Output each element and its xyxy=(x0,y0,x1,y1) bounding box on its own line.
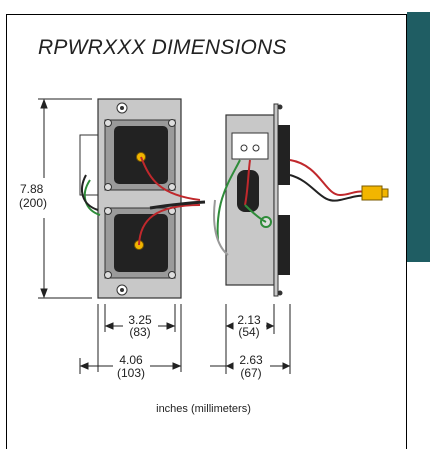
output-red-wire xyxy=(289,159,366,197)
bolt-icon xyxy=(168,183,176,191)
side-tab-top-strip xyxy=(407,0,430,12)
units-note: inches (millimeters) xyxy=(156,403,251,415)
dim-arrow xyxy=(282,362,291,370)
bolt-icon xyxy=(168,271,176,279)
side-inner-mm-label: (54) xyxy=(238,325,259,339)
output-connector-icon xyxy=(381,188,389,198)
bolt-icon xyxy=(104,271,112,279)
side-mounting-flange xyxy=(273,103,279,297)
bolt-icon xyxy=(104,207,112,215)
side-outer-mm-label: (67) xyxy=(240,366,261,380)
dim-arrow xyxy=(104,322,114,330)
side-white-wire xyxy=(213,199,229,256)
front-black-wire xyxy=(81,174,99,211)
frame-right-border xyxy=(406,14,407,449)
height-mm-label: (200) xyxy=(19,196,47,210)
dim-arrow xyxy=(79,362,89,370)
front-outer-mm-label: (103) xyxy=(117,366,145,380)
side-terminal-block xyxy=(231,132,269,160)
side-green-wire xyxy=(244,204,267,223)
output-black-wire xyxy=(289,174,366,202)
page-title: RPWRXXX DIMENSIONS xyxy=(38,36,287,59)
side-outer-inches-label: 2.63 xyxy=(239,353,263,367)
front-inner-mm-label: (83) xyxy=(129,325,150,339)
screw-icon xyxy=(252,144,260,152)
dimension-lines xyxy=(38,98,291,374)
bolt-icon xyxy=(104,119,112,127)
side-tab xyxy=(407,0,430,262)
frame-top-border xyxy=(6,14,407,15)
front-red-wire xyxy=(138,204,201,246)
screw-icon xyxy=(120,106,124,110)
dim-arrow xyxy=(40,288,48,299)
front-inner-inches-label: 3.25 xyxy=(128,313,152,327)
frame-left-border xyxy=(6,14,7,449)
screw-icon xyxy=(277,104,283,110)
front-view xyxy=(79,98,206,299)
output-connector-icon xyxy=(361,185,383,201)
side-lower-transformer xyxy=(278,215,290,275)
bolt-icon xyxy=(168,119,176,127)
front-red-wire xyxy=(140,156,201,201)
height-inches-label: 7.88 xyxy=(20,182,44,196)
dim-arrow xyxy=(172,362,182,370)
side-green-wire xyxy=(216,159,241,241)
dim-arrow xyxy=(40,98,48,109)
screw-icon xyxy=(277,290,283,296)
bolt-icon xyxy=(104,183,112,191)
side-upper-transformer xyxy=(278,125,290,185)
dim-arrow xyxy=(166,322,176,330)
dim-arrow xyxy=(225,362,234,370)
side-view xyxy=(213,103,389,297)
screw-icon xyxy=(240,144,248,152)
dim-arrow xyxy=(266,322,275,330)
front-outer-inches-label: 4.06 xyxy=(119,353,143,367)
side-red-wire xyxy=(244,159,251,206)
side-inner-inches-label: 2.13 xyxy=(237,313,261,327)
front-black-wire xyxy=(149,200,206,210)
screw-icon xyxy=(120,288,124,292)
dim-arrow xyxy=(225,322,234,330)
